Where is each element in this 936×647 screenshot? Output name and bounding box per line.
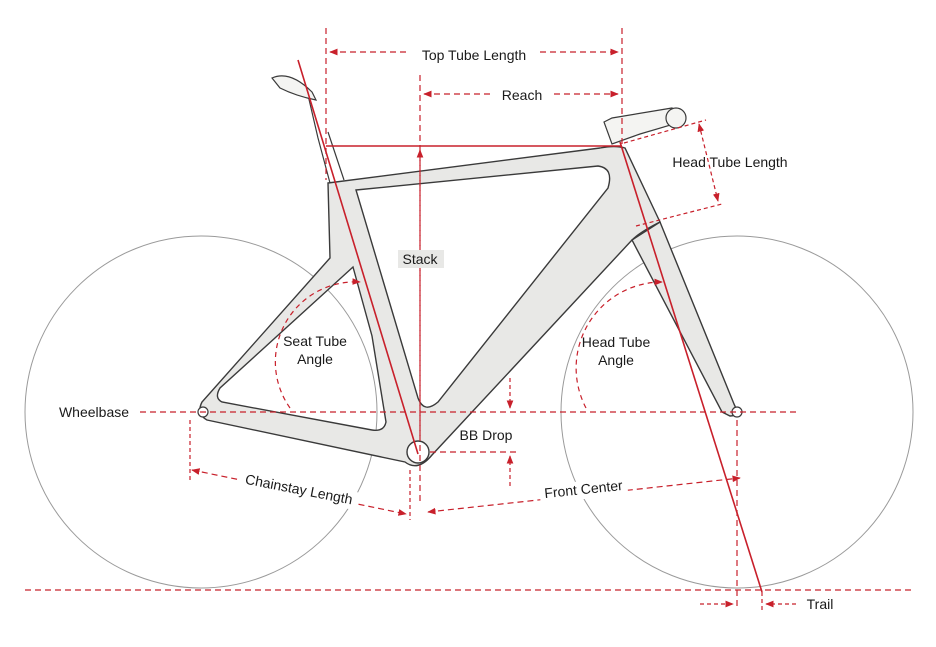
fork — [631, 220, 737, 417]
label-wheelbase: Wheelbase — [59, 404, 129, 420]
label-stack: Stack — [402, 251, 438, 267]
dimension-labels: Top Tube Length Reach Head Tube Length S… — [59, 44, 833, 612]
rear-wheel — [24, 235, 378, 589]
seat-tube-angle-arc — [274, 278, 361, 409]
label-bb-drop: BB Drop — [460, 427, 513, 443]
front-center-arrow — [427, 475, 741, 515]
chainstay-length-arrow — [191, 468, 407, 516]
geometry-lines — [25, 28, 915, 612]
steering-axis — [619, 141, 763, 593]
label-seat-tube-angle-1: Seat Tube — [283, 333, 347, 349]
label-head-tube-angle-1: Head Tube — [582, 334, 651, 350]
label-trail: Trail — [807, 596, 834, 612]
label-head-tube-length: Head Tube Length — [672, 154, 787, 170]
label-top-tube-length: Top Tube Length — [422, 47, 526, 63]
handlebar — [665, 107, 687, 129]
seat-tube-axis — [297, 59, 419, 455]
label-chainstay-length: Chainstay Length — [244, 471, 354, 507]
bike-frame — [199, 145, 661, 467]
label-head-tube-angle-2: Angle — [598, 352, 634, 368]
saddle — [271, 75, 318, 101]
head-tube-length-arrow — [697, 123, 720, 202]
label-seat-tube-angle-2: Angle — [297, 351, 333, 367]
label-reach: Reach — [502, 87, 542, 103]
